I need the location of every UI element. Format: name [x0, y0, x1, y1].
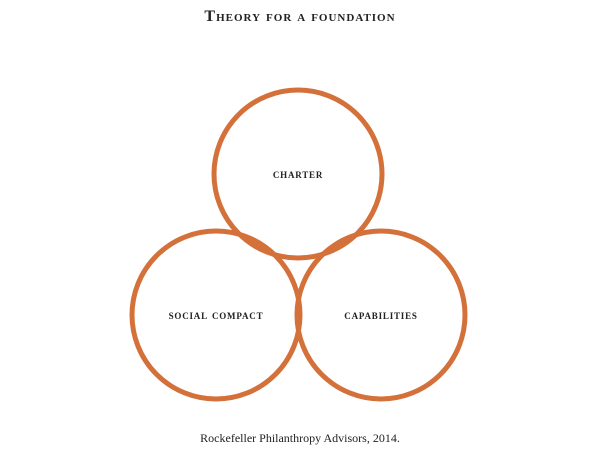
source-caption: Rockefeller Philanthropy Advisors, 2014.	[200, 431, 400, 445]
label-capabilities: capabilities	[344, 307, 417, 322]
label-social-compact: social compact	[169, 307, 264, 322]
circle-charter	[211, 87, 385, 261]
circle-social-compact	[129, 228, 303, 402]
circle-capabilities	[294, 228, 468, 402]
diagram-title: Theory for a foundation	[204, 8, 396, 25]
label-charter: charter	[273, 166, 323, 181]
